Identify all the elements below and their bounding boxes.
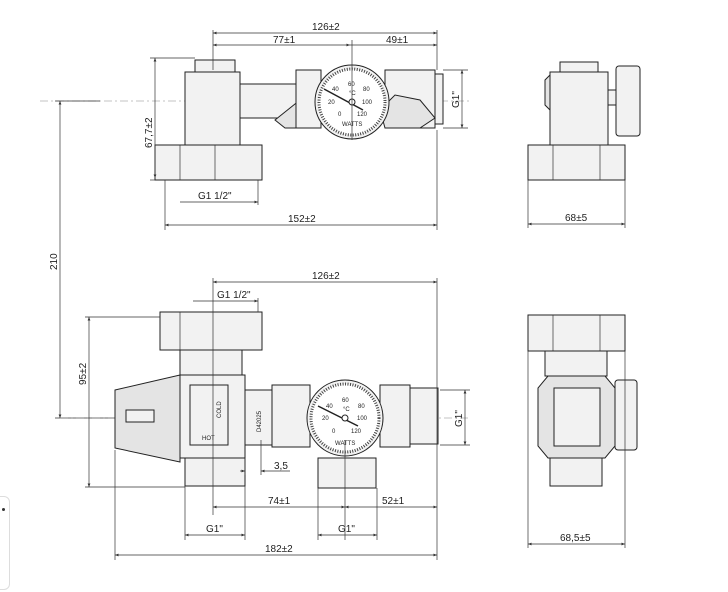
svg-text:G1 1/2": G1 1/2" [198, 191, 232, 202]
svg-text:80: 80 [358, 404, 365, 410]
svg-text:77±1: 77±1 [273, 35, 296, 46]
top-front-view: 60 40 80 20 100 0 120 °C WATTS 126±2 77±… [40, 22, 470, 230]
svg-text:126±2: 126±2 [312, 271, 340, 282]
svg-text:G1 1/2": G1 1/2" [217, 290, 251, 301]
svg-text:67,7±2: 67,7±2 [144, 117, 155, 148]
svg-text:49±1: 49±1 [386, 35, 409, 46]
svg-text:20: 20 [322, 416, 329, 422]
svg-text:152±2: 152±2 [288, 214, 316, 225]
panel-dot [2, 508, 5, 511]
svg-text:40: 40 [326, 404, 333, 410]
svg-text:52±1: 52±1 [382, 496, 405, 507]
svg-text:20: 20 [328, 100, 335, 106]
svg-text:3,5: 3,5 [274, 461, 288, 472]
svg-text:100: 100 [357, 416, 368, 422]
part-code: D42025 [257, 410, 263, 432]
svg-text:0: 0 [332, 429, 336, 435]
svg-text:80: 80 [363, 87, 370, 93]
svg-text:°C: °C [343, 407, 350, 413]
bottom-front-view: HOT COLD D42025 60 40 80 20 100 0 120 °C… [60, 271, 470, 560]
svg-text:68,5±5: 68,5±5 [560, 533, 591, 544]
svg-text:G1": G1" [451, 91, 462, 108]
svg-text:100: 100 [362, 100, 373, 106]
svg-text:°C: °C [349, 91, 356, 97]
svg-text:G1": G1" [454, 410, 465, 427]
svg-text:74±1: 74±1 [268, 496, 291, 507]
top-side-view: 68±5 [527, 61, 641, 228]
svg-text:68±5: 68±5 [565, 213, 588, 224]
svg-text:60: 60 [342, 398, 349, 404]
svg-text:182±2: 182±2 [265, 544, 293, 555]
dim-126-top: 126±2 [312, 22, 340, 33]
svg-text:95±2: 95±2 [78, 362, 89, 385]
svg-text:120: 120 [351, 429, 362, 435]
svg-text:40: 40 [332, 87, 339, 93]
svg-text:HOT: HOT [202, 436, 215, 442]
svg-text:G1": G1" [338, 524, 355, 535]
svg-text:0: 0 [338, 112, 342, 118]
svg-text:120: 120 [357, 112, 368, 118]
bottom-side-view: 68,5±5 [527, 314, 638, 548]
side-panel-edge [0, 496, 10, 590]
svg-text:G1": G1" [206, 524, 223, 535]
svg-text:210: 210 [49, 253, 60, 270]
svg-text:COLD: COLD [217, 401, 223, 418]
